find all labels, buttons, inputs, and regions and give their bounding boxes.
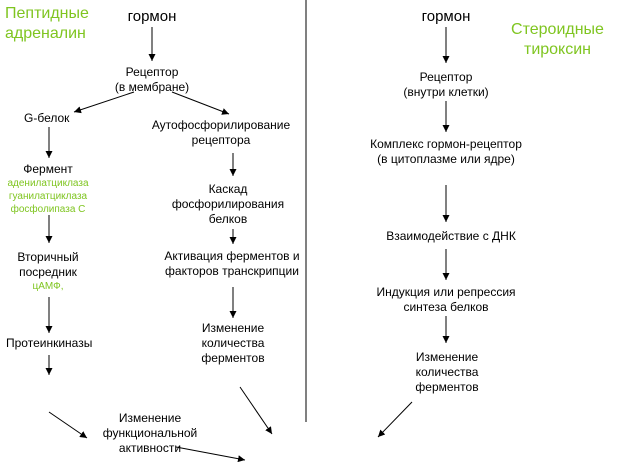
left-receptor-line-2: (в мембране) xyxy=(114,80,190,94)
g-protein-label: G-белок xyxy=(24,111,70,125)
arrow-right-enzyme-change-to-effect xyxy=(377,401,413,438)
induction-line-2: синтеза белков xyxy=(403,300,489,314)
complex-node: Комплекс гормон-рецептор (в цитоплазме и… xyxy=(356,137,536,167)
autophosphorylation-node: Аутофосфорилирование рецептора xyxy=(148,118,294,148)
protein-kinases-label: Протеинкиназы xyxy=(6,336,93,350)
left-receptor-line-1: Рецептор xyxy=(125,65,179,79)
right-hormone-label: гормон xyxy=(421,8,471,25)
left-enzyme-change-line-2: количества xyxy=(201,336,265,350)
left-hormone-label: гормон xyxy=(127,8,177,25)
induction-node: Индукция или репрессия синтеза белков xyxy=(366,285,526,315)
functional-change-node: Изменение функциональной активности xyxy=(97,411,203,456)
right-enzyme-change-line-1: Изменение xyxy=(415,350,479,364)
complex-line-1: Комплекс гормон-рецептор xyxy=(370,137,522,151)
second-messenger-node: Вторичный посредник цАМФ, xyxy=(2,250,94,293)
autophosphorylation-line-1: Аутофосфорилирование xyxy=(151,118,291,132)
enzyme-example-1: аденилатциклаза xyxy=(7,178,89,189)
right-enzyme-change-node: Изменение количества ферментов xyxy=(397,350,497,395)
left-enzyme-change-line-1: Изменение xyxy=(201,321,265,335)
arrow-receptor-to-g-protein xyxy=(73,91,135,114)
induction-line-1: Индукция или репрессия xyxy=(376,285,516,299)
cascade-node: Каскад фосфорилирования белков xyxy=(168,182,288,227)
second-messenger-example: цАМФ, xyxy=(32,281,64,292)
right-receptor-line-2: (внутри клетки) xyxy=(403,85,489,99)
enzyme-example-3: фосфолипаза С xyxy=(10,204,86,215)
left-receptor-node: Рецептор (в мембране) xyxy=(92,65,212,95)
right-category-line-1: Стероидные xyxy=(511,21,604,38)
left-enzyme-change-node: Изменение количества ферментов xyxy=(183,321,283,366)
left-enzyme-change-line-3: ферментов xyxy=(201,351,265,365)
left-hormone-node: гормон xyxy=(112,8,192,26)
protein-kinases-node: Протеинкиназы xyxy=(6,336,92,351)
left-category-line-2: адреналин xyxy=(5,25,86,42)
activation-node: Активация ферментов и факторов транскрип… xyxy=(158,249,306,279)
cascade-line-2: фосфорилирования xyxy=(171,197,285,211)
right-enzyme-change-line-2: количества xyxy=(415,365,479,379)
arrow-to-functional-change xyxy=(48,411,88,439)
enzyme-node: Фермент аденилатциклаза гуанилатциклаза … xyxy=(0,162,98,216)
dna-interaction-label: Взаимодействие с ДНК xyxy=(386,229,516,243)
activation-line-1: Активация ферментов и xyxy=(164,249,300,263)
arrow-enzyme-change-to-effect xyxy=(239,386,273,435)
left-category-label: Пептидные адреналин xyxy=(5,4,89,44)
arrow-receptor-to-autophosphorylation xyxy=(171,91,230,115)
arrow-functional-change-to-effect xyxy=(175,446,246,462)
activation-line-2: факторов транскрипции xyxy=(165,264,299,278)
functional-change-line-2: функциональной xyxy=(102,426,198,440)
cascade-line-3: белков xyxy=(208,212,248,226)
enzyme-example-2: гуанилатциклаза xyxy=(8,191,88,202)
cascade-line-1: Каскад xyxy=(208,182,248,196)
right-hormone-node: гормон xyxy=(406,8,486,26)
left-category-line-1: Пептидные xyxy=(5,5,89,22)
second-messenger-line-1: Вторичный xyxy=(17,250,79,264)
functional-change-line-3: активности xyxy=(118,441,182,455)
right-category-label: Стероидные тироксин xyxy=(505,20,610,60)
enzyme-label: Фермент xyxy=(23,162,73,176)
right-receptor-node: Рецептор (внутри клетки) xyxy=(376,70,516,100)
right-category-line-2: тироксин xyxy=(523,41,591,58)
right-enzyme-change-line-3: ферментов xyxy=(415,380,479,394)
right-receptor-line-1: Рецептор xyxy=(419,70,473,84)
second-messenger-line-2: посредник xyxy=(19,265,77,279)
autophosphorylation-line-2: рецептора xyxy=(191,133,251,147)
g-protein-node: G-белок xyxy=(24,111,69,126)
dna-interaction-node: Взаимодействие с ДНК xyxy=(376,229,526,244)
functional-change-line-1: Изменение xyxy=(118,411,182,425)
complex-line-2: (в цитоплазме или ядре) xyxy=(377,152,515,166)
